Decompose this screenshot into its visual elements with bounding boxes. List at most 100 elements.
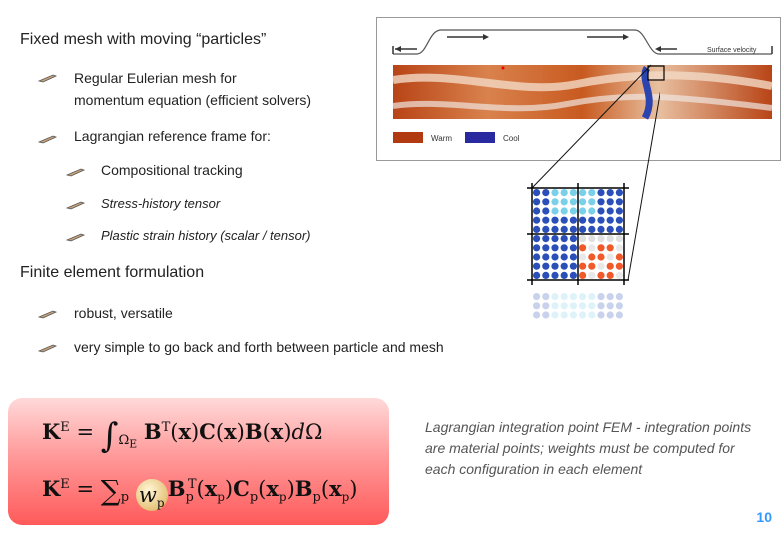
particle (551, 207, 559, 215)
heading-finite-element: Finite element formulation (20, 264, 205, 281)
particle-reflection (579, 311, 587, 319)
particle (606, 244, 614, 252)
particle (551, 216, 559, 224)
particle (597, 198, 605, 206)
bullet-lagrangian-frame: Lagrangian reference frame for: (74, 128, 271, 144)
particle (615, 198, 623, 206)
particle (551, 271, 559, 279)
particle (615, 216, 623, 224)
particle (615, 253, 623, 261)
legend-cool-swatch (465, 132, 495, 143)
legend-warm-label: Warm (431, 134, 452, 143)
particle (542, 225, 550, 233)
particle (542, 207, 550, 215)
particle (579, 216, 587, 224)
particle (560, 225, 568, 233)
particle (597, 262, 605, 270)
particle (597, 216, 605, 224)
particle (560, 189, 568, 197)
particle-reflection (560, 311, 568, 319)
particle (615, 262, 623, 270)
particle-reflection (615, 293, 623, 301)
sub-bullet-stress-history: Stress-history tensor (101, 196, 221, 211)
particle (569, 253, 577, 261)
particle (615, 189, 623, 197)
particle (560, 235, 568, 243)
particle (542, 216, 550, 224)
particle (542, 244, 550, 252)
particle (579, 235, 587, 243)
particle (597, 235, 605, 243)
surface-velocity-label: Surface velocity (707, 47, 757, 54)
particle-reflection (597, 293, 605, 301)
equation-1: KE = ∫ΩE BT(x)C(x)B(x)dΩ (42, 416, 323, 456)
pen-bullet-icon (66, 233, 86, 242)
particle (542, 198, 550, 206)
heading-fixed-mesh: Fixed mesh with moving “particles” (20, 31, 267, 48)
particle (606, 225, 614, 233)
particle (551, 262, 559, 270)
particle (551, 253, 559, 261)
particle (597, 189, 605, 197)
particle (542, 262, 550, 270)
sub-bullet-plastic-strain: Plastic strain history (scalar / tensor) (101, 228, 311, 243)
particle-reflection (606, 302, 614, 310)
particle (588, 216, 596, 224)
convection-figure: Surface velocity Warm Cool (376, 17, 781, 161)
particle (606, 207, 614, 215)
particle (588, 262, 596, 270)
particle (551, 235, 559, 243)
particle (588, 235, 596, 243)
particle (569, 216, 577, 224)
particle (569, 198, 577, 206)
particle (579, 225, 587, 233)
element-grid (527, 183, 629, 285)
pen-bullet-icon (38, 310, 58, 319)
particle (615, 207, 623, 215)
particle (588, 207, 596, 215)
particle (588, 244, 596, 252)
particle (597, 244, 605, 252)
particle (560, 207, 568, 215)
particle (615, 235, 623, 243)
particle-reflection (597, 302, 605, 310)
particle (579, 189, 587, 197)
particle-reflection (542, 311, 550, 319)
particle (588, 253, 596, 261)
particle-reflection (560, 293, 568, 301)
particle (542, 271, 550, 279)
convection-figure-svg: Surface velocity Warm Cool (392, 29, 773, 143)
legend-cool-label: Cool (503, 134, 520, 143)
particle (615, 225, 623, 233)
particle-reflection (542, 293, 550, 301)
particle (606, 235, 614, 243)
particle (579, 262, 587, 270)
particle (542, 189, 550, 197)
particle (533, 207, 541, 215)
particle-reflection (579, 293, 587, 301)
particles-reflection (533, 293, 623, 319)
bullet-simple: very simple to go back and forth between… (74, 339, 444, 355)
particle (560, 216, 568, 224)
particle (606, 253, 614, 261)
particle (560, 253, 568, 261)
particle (615, 271, 623, 279)
particle (551, 189, 559, 197)
particle (588, 198, 596, 206)
particle (551, 198, 559, 206)
particle (551, 225, 559, 233)
particle (560, 244, 568, 252)
particle (533, 244, 541, 252)
formula-box: KE = ∫ΩE BT(x)C(x)B(x)dΩ KE = ∑p wpBpT(x… (8, 398, 389, 525)
particle-reflection (606, 311, 614, 319)
bullet-robust: robust, versatile (74, 305, 173, 321)
particle-zoom (527, 64, 660, 319)
particle-reflection (615, 302, 623, 310)
particle (588, 271, 596, 279)
particle (588, 189, 596, 197)
particle (533, 225, 541, 233)
pen-bullet-icon (66, 168, 86, 177)
particle-reflection (569, 311, 577, 319)
pen-bullet-icon (66, 201, 86, 210)
particle (569, 235, 577, 243)
